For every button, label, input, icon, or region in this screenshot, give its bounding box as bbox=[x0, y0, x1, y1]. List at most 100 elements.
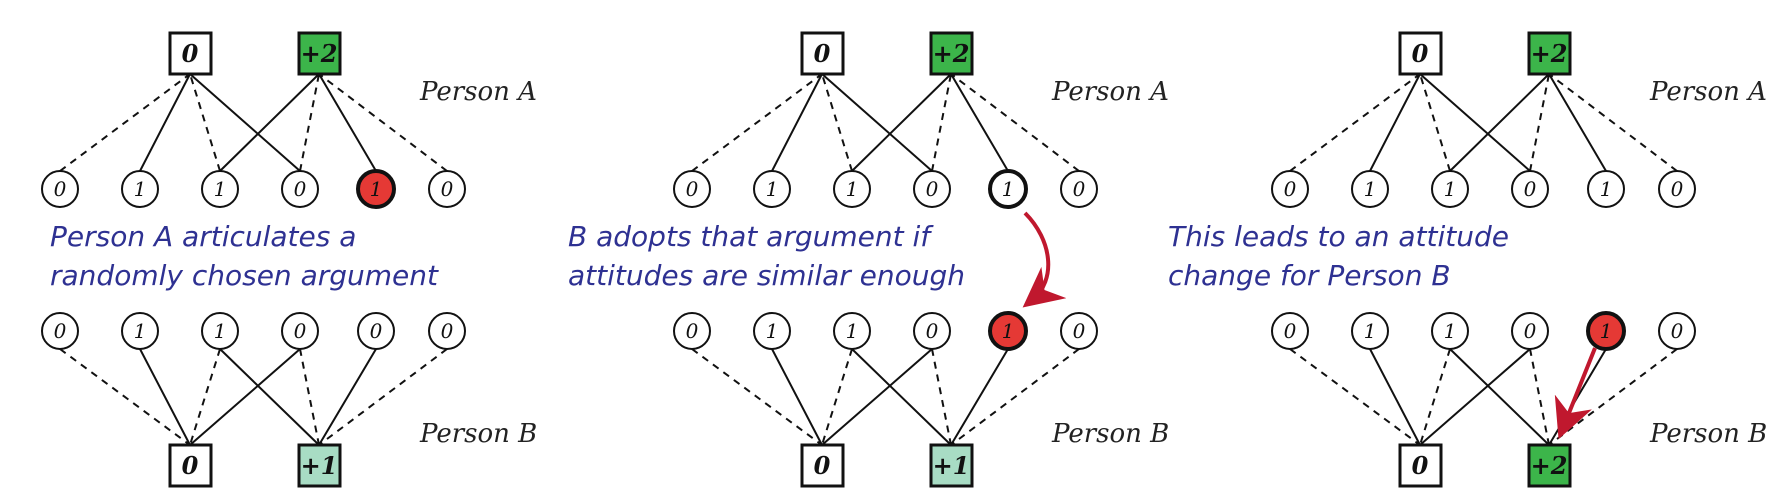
edge-a-0 bbox=[59, 73, 191, 172]
edge-a-1 bbox=[139, 73, 191, 172]
attitude-change-arrow bbox=[1554, 347, 1597, 440]
argument-node bbox=[1271, 170, 1309, 208]
edges-a-panel-3 bbox=[1289, 73, 1678, 172]
edge-a-2 bbox=[189, 73, 221, 172]
argument-value: 1 bbox=[1002, 319, 1015, 343]
edge-b-5 bbox=[1529, 348, 1550, 446]
attitude-value: 0 bbox=[182, 39, 199, 68]
edge-b-3 bbox=[189, 348, 301, 446]
argument-value: 0 bbox=[926, 177, 939, 201]
argument-node bbox=[281, 170, 319, 208]
argument-node bbox=[913, 170, 951, 208]
edge-b-7 bbox=[318, 348, 448, 446]
argument-value: 1 bbox=[1364, 177, 1377, 201]
argument-value: 0 bbox=[1073, 177, 1086, 201]
argument-node bbox=[201, 170, 239, 208]
edge-a-5 bbox=[931, 73, 952, 172]
person-a-argument-5: 0 bbox=[1658, 170, 1696, 208]
argument-value: 0 bbox=[1671, 177, 1684, 201]
argument-node bbox=[673, 170, 711, 208]
edge-b-7 bbox=[950, 348, 1080, 446]
person-b-argument-0: 0 bbox=[1271, 312, 1309, 350]
argument-value: 0 bbox=[54, 319, 67, 343]
person-a-argument-5: 0 bbox=[1060, 170, 1098, 208]
person-b-argument-4: 0 bbox=[357, 312, 395, 350]
argument-value: 1 bbox=[1600, 319, 1613, 343]
argument-node bbox=[673, 312, 711, 350]
person-b-label: Person B bbox=[1649, 419, 1767, 449]
argument-value: 1 bbox=[766, 319, 779, 343]
attitude-value: 0 bbox=[182, 451, 199, 480]
caption-line-1: B adopts that argument if bbox=[568, 220, 934, 253]
edge-a-5 bbox=[1529, 73, 1550, 172]
argument-value: 0 bbox=[686, 177, 699, 201]
attitude-value: 0 bbox=[1412, 39, 1429, 68]
argument-node bbox=[988, 169, 1028, 209]
person-a-argument-4: 1 bbox=[356, 169, 396, 209]
edge-a-3 bbox=[1419, 73, 1531, 172]
person-a-argument-0: 0 bbox=[673, 170, 711, 208]
argument-value: 0 bbox=[1284, 177, 1297, 201]
argument-node bbox=[1658, 312, 1696, 350]
person-b-attitude-node-plus: +2 bbox=[1527, 443, 1572, 488]
edges-b-panel-3 bbox=[1289, 348, 1678, 446]
argument-value: 1 bbox=[214, 177, 227, 201]
edge-a-1 bbox=[771, 73, 823, 172]
edge-b-0 bbox=[1289, 348, 1421, 446]
edge-a-4 bbox=[1449, 73, 1550, 172]
argument-node bbox=[1586, 311, 1626, 351]
edge-a-3 bbox=[189, 73, 301, 172]
person-b-argument-2: 1 bbox=[1431, 312, 1469, 350]
person-b-attitude-node-plus: +1 bbox=[929, 443, 974, 488]
attitude-value: +1 bbox=[933, 451, 970, 480]
edge-a-6 bbox=[1548, 73, 1607, 172]
caption-line-1: Person A articulates a bbox=[50, 220, 356, 253]
argument-value: 0 bbox=[54, 177, 67, 201]
argument-value: 0 bbox=[294, 319, 307, 343]
argument-value: 0 bbox=[441, 319, 454, 343]
argument-node bbox=[428, 170, 466, 208]
edge-b-0 bbox=[59, 348, 191, 446]
argument-value: 0 bbox=[1284, 319, 1297, 343]
argument-node bbox=[41, 312, 79, 350]
person-b-label: Person B bbox=[419, 419, 537, 449]
person-a-argument-3: 0 bbox=[281, 170, 319, 208]
person-b-argument-3: 0 bbox=[1511, 312, 1549, 350]
edge-b-3 bbox=[1419, 348, 1531, 446]
person-a-attitude-node-plus: +2 bbox=[1527, 31, 1572, 76]
argument-node bbox=[1658, 170, 1696, 208]
person-a-argument-4: 1 bbox=[988, 169, 1028, 209]
argument-node bbox=[833, 312, 871, 350]
argument-node bbox=[1431, 312, 1469, 350]
edge-a-0 bbox=[691, 73, 823, 172]
edge-b-2 bbox=[821, 348, 853, 446]
edge-b-1 bbox=[139, 348, 191, 446]
edge-b-6 bbox=[950, 348, 1009, 446]
person-b-argument-2: 1 bbox=[201, 312, 239, 350]
person-b-argument-1: 1 bbox=[121, 312, 159, 350]
argument-node bbox=[833, 170, 871, 208]
argument-node bbox=[41, 170, 79, 208]
person-b-label: Person B bbox=[1051, 419, 1169, 449]
argument-node bbox=[988, 311, 1028, 351]
edge-b-5 bbox=[931, 348, 952, 446]
argument-node bbox=[1587, 170, 1625, 208]
attitude-value: 0 bbox=[1412, 451, 1429, 480]
argument-value: 0 bbox=[370, 319, 383, 343]
argument-value: 0 bbox=[1524, 319, 1537, 343]
edge-a-7 bbox=[1548, 73, 1678, 172]
edge-b-5 bbox=[299, 348, 320, 446]
argument-node bbox=[1271, 312, 1309, 350]
argument-value: 0 bbox=[441, 177, 454, 201]
caption-line-2: change for Person B bbox=[1168, 259, 1451, 292]
argument-value: 1 bbox=[134, 177, 147, 201]
attitude-value: +2 bbox=[1531, 451, 1568, 480]
person-a-attitude-node-0: 0 bbox=[1398, 31, 1443, 76]
